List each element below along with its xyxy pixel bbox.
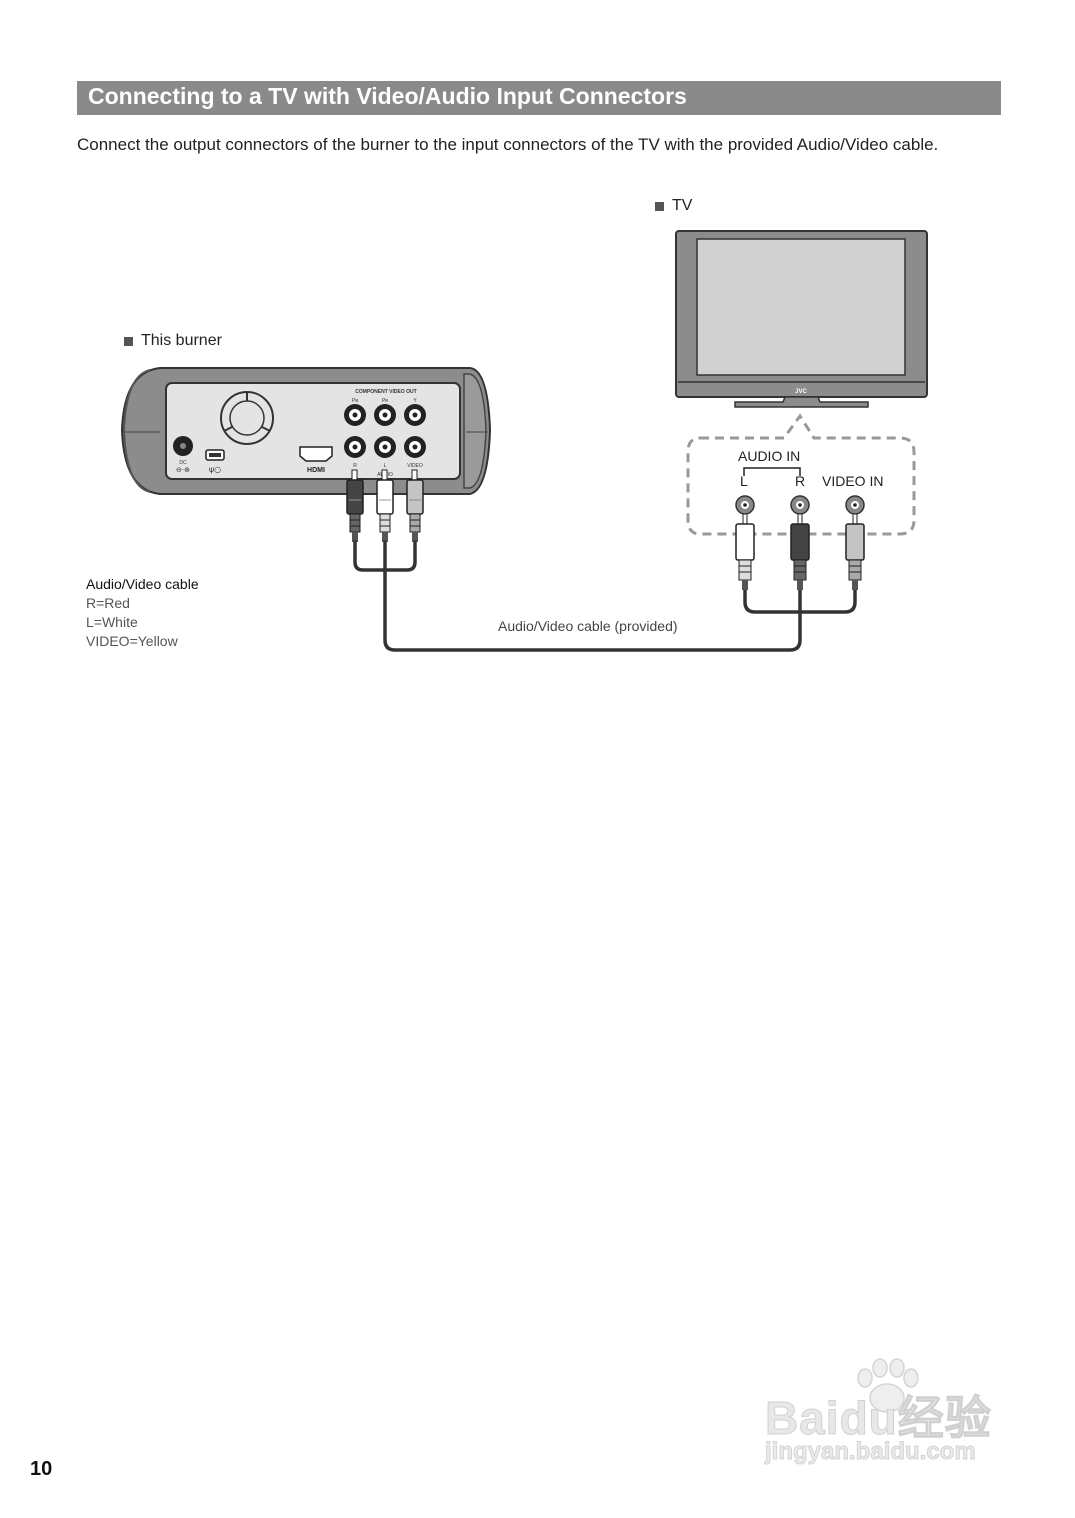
tv-side-plugs	[735, 513, 865, 590]
plug-yellow	[406, 469, 424, 542]
video-out-label: VIDEO	[407, 463, 423, 469]
hdmi-logo: HDMI	[307, 467, 325, 474]
tv-jack-callout	[686, 413, 916, 536]
av-cable	[353, 540, 857, 652]
legend-item-white: L=White	[86, 614, 138, 630]
pb-label: Pʙ	[352, 398, 358, 404]
audio-in-l-label: L	[740, 473, 748, 489]
dc-polarity-icon: ⊖·⊕	[176, 466, 190, 474]
audio-in-label: AUDIO IN	[738, 448, 801, 464]
plug-red-tv	[790, 513, 810, 590]
watermark-url: jingyan.baidu.com	[765, 1438, 977, 1466]
usb-port: ψ○	[205, 449, 225, 474]
video-in-label: VIDEO IN	[822, 473, 884, 489]
av-output-jacks	[344, 436, 426, 458]
r-out-label: R	[353, 463, 357, 469]
connection-diagram: DC ⊖·⊕ ψ○ HDMI COMPONENT VIDEO OUT Pʙ Pʀ…	[120, 230, 928, 652]
burner-side-plugs	[346, 469, 424, 542]
tv-input-jacks	[735, 495, 865, 515]
fan-icon	[220, 391, 274, 445]
legend-title: Audio/Video cable	[86, 576, 199, 592]
section-title: Connecting to a TV with Video/Audio Inpu…	[77, 81, 1001, 115]
audio-in-bracket	[743, 467, 801, 476]
plug-red	[346, 469, 364, 542]
tv-caption: TV	[655, 197, 692, 215]
bullet-square-icon	[124, 336, 133, 346]
page-number: 10	[30, 1458, 53, 1480]
cable-color-legend: Audio/Video cable R=Red L=White VIDEO=Ye…	[86, 575, 199, 651]
paw-print-icon	[857, 1358, 919, 1413]
component-video-label: COMPONENT VIDEO OUT	[355, 389, 416, 395]
cable-caption: Audio/Video cable (provided)	[498, 618, 678, 634]
dc-jack: DC ⊖·⊕	[173, 436, 193, 474]
plug-white-tv	[735, 513, 755, 590]
tv-device: JVC	[675, 230, 928, 408]
watermark-logo: Baidu经验	[765, 1392, 992, 1445]
component-jacks	[344, 404, 426, 426]
burner-caption: This burner	[124, 332, 222, 350]
intro-paragraph: Connect the output connectors of the bur…	[77, 135, 939, 154]
legend-item-yellow: VIDEO=Yellow	[86, 633, 178, 649]
tv-caption-text: TV	[672, 197, 693, 214]
dc-label: DC	[179, 460, 187, 466]
audio-in-r-label: R	[795, 473, 806, 489]
y-label: Y	[413, 398, 417, 404]
usb-icon: ψ○	[209, 465, 221, 474]
hdmi-port: HDMI	[299, 446, 333, 474]
l-out-label: L	[384, 463, 387, 469]
baidu-watermark: Baidu经验 jingyan.baidu.com	[765, 1358, 1015, 1477]
plug-yellow-tv	[845, 513, 865, 590]
pr-label: Pʀ	[382, 398, 388, 404]
legend-item-red: R=Red	[86, 595, 130, 611]
burner-device: DC ⊖·⊕ ψ○ HDMI COMPONENT VIDEO OUT Pʙ Pʀ…	[120, 367, 492, 495]
tv-brand-logo: JVC	[795, 389, 807, 395]
plug-white	[376, 469, 394, 542]
burner-caption-text: This burner	[141, 332, 222, 349]
bullet-square-icon	[655, 201, 664, 211]
